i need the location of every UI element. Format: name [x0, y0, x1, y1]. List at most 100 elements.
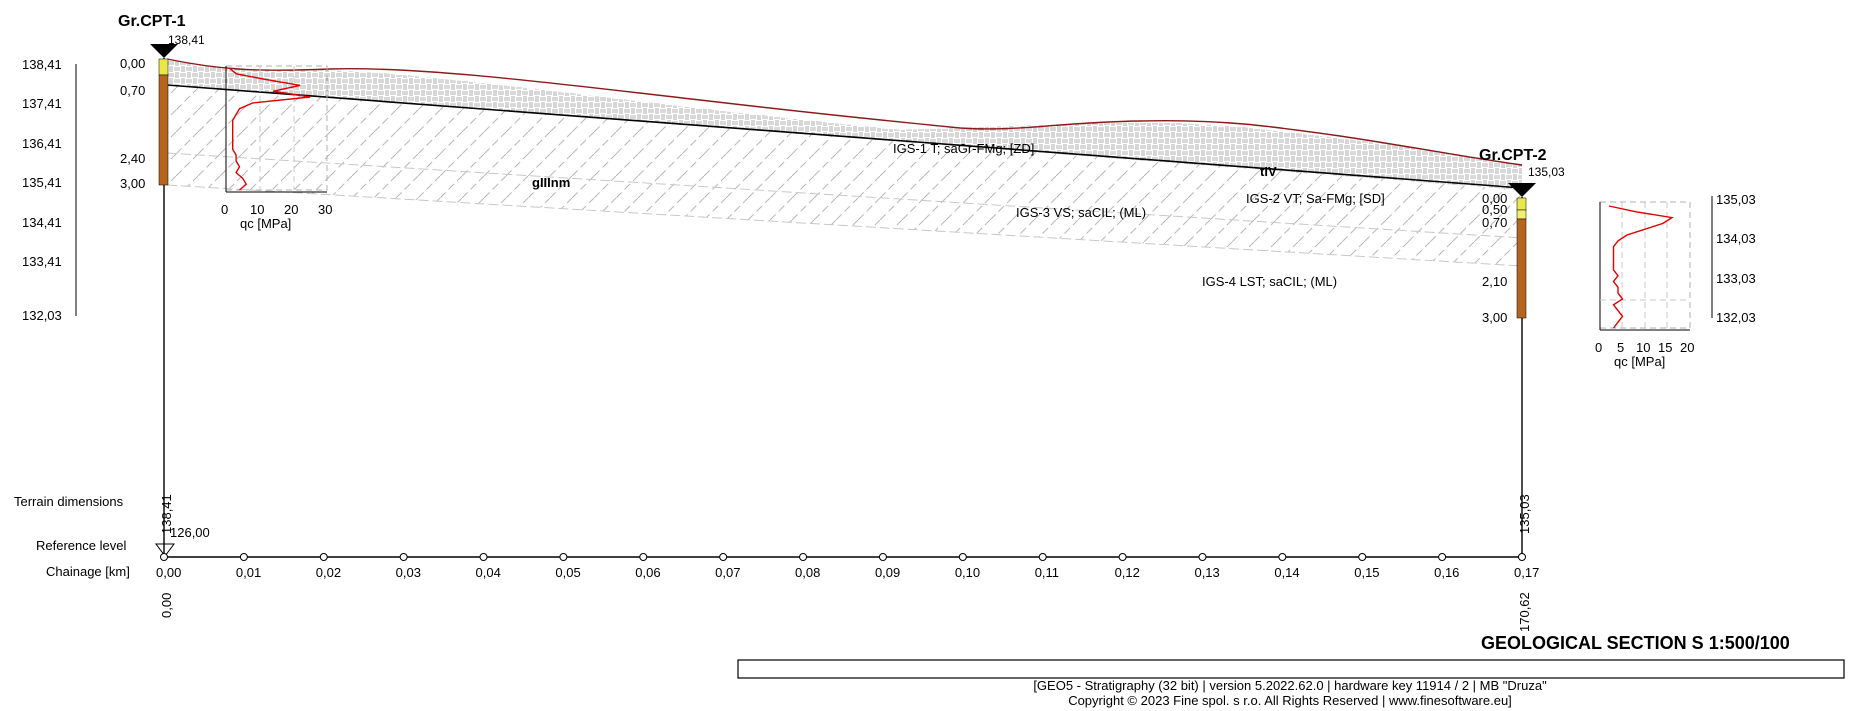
- chainage-tick-marker: [719, 553, 728, 561]
- chainage-tick-label: 0,13: [1194, 565, 1219, 580]
- layer-label-igs1: IGS-1 T; saGr-FMg; [ZD]: [893, 141, 1034, 156]
- chainage-value-2: 170,62: [1517, 592, 1532, 632]
- cpt-chart-2-tick: 10: [1636, 340, 1650, 355]
- chainage-tick-marker: [319, 553, 328, 561]
- borehole-1-depth-3: 3,00: [120, 176, 145, 191]
- chainage-tick-label: 0,08: [795, 565, 820, 580]
- chainage-tick-marker: [1518, 553, 1526, 561]
- chainage-tick-marker: [958, 553, 967, 561]
- right-scale-label: 132,03: [1716, 310, 1756, 325]
- right-scale-label: 133,03: [1716, 271, 1756, 286]
- section-title: GEOLOGICAL SECTION S 1:500/100: [1481, 633, 1790, 653]
- borehole-2-name: Gr.CPT-2: [1479, 147, 1547, 164]
- borehole-1-depth-0: 0,00: [120, 56, 145, 71]
- chainage-tick-label: 0,02: [316, 565, 341, 580]
- borehole-1-marker-icon: [150, 44, 178, 58]
- cpt-chart-1: 0 10 20 30 qc [MPa]: [221, 65, 332, 231]
- right-scale-label: 134,03: [1716, 231, 1756, 246]
- borehole-1-top-elevation: 138,41: [168, 33, 205, 47]
- chainage-tick-label: 0,11: [1035, 565, 1059, 580]
- title-block-frame: [737, 659, 1845, 679]
- left-scale-label: 132,03: [22, 308, 62, 323]
- cpt-chart-1-xlabel: qc [MPa]: [240, 216, 291, 231]
- chainage-tick-label: 0,12: [1115, 565, 1140, 580]
- cpt-chart-1-qc-line: [228, 67, 311, 191]
- layer-label-igs4: IGS-4 LST; saCIL; (ML): [1202, 274, 1337, 289]
- terrain-line: [166, 58, 1523, 166]
- borehole-2-marker-icon: [1508, 183, 1536, 197]
- left-scale-label: 133,41: [22, 254, 62, 269]
- cpt-chart-1-tick: 0: [221, 202, 228, 217]
- chainage-tick-label: 0,05: [555, 565, 580, 580]
- borehole-2-top-elevation: 135,03: [1528, 165, 1565, 179]
- chainage-tick-marker: [1358, 553, 1367, 561]
- chainage-tick-label: 0,09: [875, 565, 900, 580]
- chainage-tick-marker: [1278, 553, 1287, 561]
- chainage-tick-marker: [399, 553, 408, 561]
- borehole-1-name: Gr.CPT-1: [118, 13, 186, 30]
- layer-fills: [167, 59, 1522, 266]
- chainage-tick-marker: [160, 553, 168, 561]
- layer-labels: IGS-1 T; saGr-FMg; [ZD] IGS-2 VT; Sa-FMg…: [532, 141, 1385, 289]
- borehole-1-layer-yellow: [158, 58, 169, 76]
- chainage-tick-marker: [1038, 553, 1047, 561]
- cpt-chart-1-tick: 10: [250, 202, 264, 217]
- layer-label-igs2: IGS-2 VT; Sa-FMg; [SD]: [1246, 191, 1385, 206]
- left-scale-label: 138,41: [22, 57, 62, 72]
- borehole-2-depth-3: 2,10: [1482, 274, 1507, 289]
- reference-level-marker-icon: [155, 543, 175, 557]
- terrain-dimension-2: 135,03: [1517, 494, 1532, 534]
- chainage-tick-marker: [1118, 553, 1127, 561]
- cpt-chart-2-tick: 20: [1680, 340, 1694, 355]
- borehole-2: Gr.CPT-2 135,03 0,00 0,50 0,70 2,10 3,00: [1479, 147, 1565, 556]
- chainage-tick-marker: [639, 553, 648, 561]
- borehole-1-depth-1: 0,70: [120, 83, 145, 98]
- cpt-chart-2-tick: 5: [1617, 340, 1624, 355]
- chainage-tick-label: 0,17: [1514, 565, 1539, 580]
- left-scale-label: 135,41: [22, 175, 62, 190]
- footer-line-2: Copyright © 2023 Fine spol. s r.o. All R…: [1068, 693, 1512, 708]
- chainage-tick-label: 0,06: [635, 565, 660, 580]
- borehole-2-depth-0: 0,00: [1482, 191, 1507, 206]
- cpt-chart-1-tick: 30: [318, 202, 332, 217]
- layer-label-unit2: gIIInm: [532, 175, 570, 190]
- borehole-2-layer-yellow: [1516, 197, 1527, 211]
- cpt-chart-2: 0 5 10 15 20 qc [MPa]: [1595, 201, 1694, 369]
- borehole-2-depth-4: 3,00: [1482, 310, 1507, 325]
- cpt-chart-2-qc-line: [1608, 205, 1674, 329]
- borehole-1: Gr.CPT-1 138,41 0,00 0,70 2,40 3,00: [118, 13, 205, 555]
- chainage-label: Chainage [km]: [46, 564, 130, 579]
- reference-level-value: 126,00: [170, 525, 210, 540]
- chainage-tick-label: 0,15: [1354, 565, 1379, 580]
- layer-igs1: [167, 59, 1522, 190]
- chainage-tick-marker: [1198, 553, 1207, 561]
- cpt-chart-2-tick: 0: [1595, 340, 1602, 355]
- left-scale-label: 134,41: [22, 215, 62, 230]
- cpt-chart-1-tick: 20: [284, 202, 298, 217]
- layer-igs3: [167, 85, 1522, 266]
- layer-boundary-1: [166, 84, 1523, 189]
- chainage-value-1: 0,00: [159, 593, 174, 618]
- chainage-tick-label: 0,00: [156, 565, 181, 580]
- terrain-dimension-1: 138,41: [159, 494, 174, 534]
- layer-label-unit1: tIV: [1260, 164, 1277, 179]
- chainage-tick-label: 0,04: [476, 565, 501, 580]
- chainage-tick-marker: [559, 553, 568, 561]
- borehole-1-depth-2: 2,40: [120, 151, 145, 166]
- borehole-2-depth-1: 0,50: [1482, 202, 1507, 217]
- layer-boundary-3: [166, 184, 1523, 267]
- left-elevation-scale: 138,41 137,41 136,41 135,41 134,41 133,4…: [22, 57, 77, 323]
- borehole-2-layer-brown: [1516, 218, 1527, 319]
- chainage-tick-label: 0,07: [715, 565, 740, 580]
- cpt-chart-2-xlabel: qc [MPa]: [1614, 354, 1665, 369]
- left-scale-label: 136,41: [22, 136, 62, 151]
- chainage-tick-marker: [799, 553, 808, 561]
- chainage-tick-marker: [878, 553, 887, 561]
- reference-level-label: Reference level: [36, 538, 126, 553]
- chainage-tick-marker: [239, 553, 248, 561]
- chainage-tick-label: 0,14: [1274, 565, 1299, 580]
- layer-boundary-2: [166, 152, 1523, 239]
- borehole-1-layer-brown: [158, 74, 169, 186]
- left-scale-label: 137,41: [22, 96, 62, 111]
